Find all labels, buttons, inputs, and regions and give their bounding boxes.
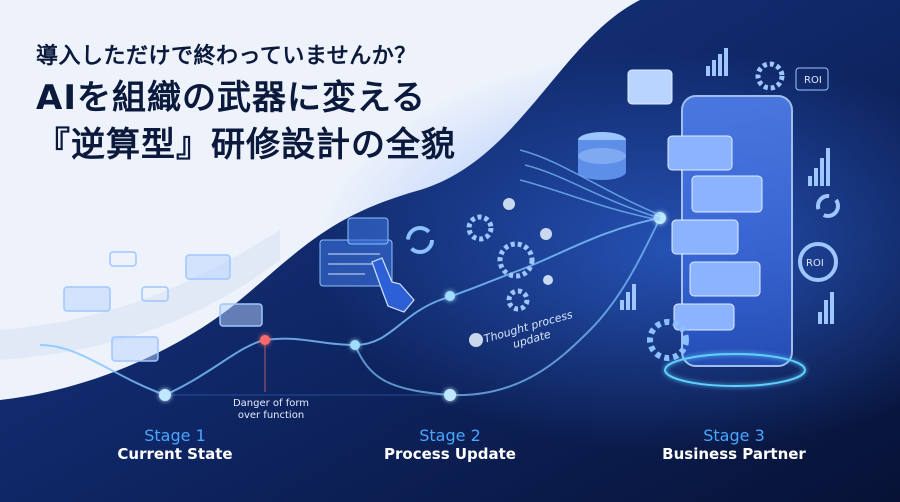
stage-3: Stage 3 Business Partner (624, 426, 844, 463)
title-line-1: 導入しただけで終わっていませんか？ (36, 44, 417, 69)
gear-icon (755, 61, 785, 91)
smartphone-icon (667, 95, 793, 367)
stage-1: Stage 1 Current State (65, 426, 285, 463)
hand-pointer-icon (371, 257, 415, 313)
stage-name: Business Partner (662, 445, 806, 463)
pie-chart-icon (816, 194, 840, 218)
title-line-2: AIを組織の武器に変える (36, 78, 426, 118)
roi-label: ROI (806, 258, 824, 269)
danger-node (260, 335, 270, 345)
stage-2: Stage 2 Process Update (340, 426, 560, 463)
stage-number: Stage 1 (144, 426, 206, 445)
title-line-3: 『逆算型』研修設計の全貌 (36, 125, 456, 165)
roi-label: ROI (804, 75, 822, 86)
ui-window-icon (319, 217, 393, 287)
chat-bubble-icon (627, 69, 673, 105)
gear-icon (466, 214, 535, 312)
chat-bubble-icon (63, 251, 263, 362)
stage-name: Process Update (384, 445, 516, 463)
pie-chart-icon (406, 226, 434, 254)
stage-name: Current State (117, 445, 233, 463)
danger-annotation: Danger of form over function (232, 398, 310, 421)
stage-number: Stage 3 (703, 426, 765, 445)
bar-chart-icon (620, 48, 834, 324)
database-icon (578, 132, 626, 180)
lightbulb-icon (469, 198, 553, 347)
stage-number: Stage 2 (419, 426, 481, 445)
gear-icon (647, 319, 689, 361)
